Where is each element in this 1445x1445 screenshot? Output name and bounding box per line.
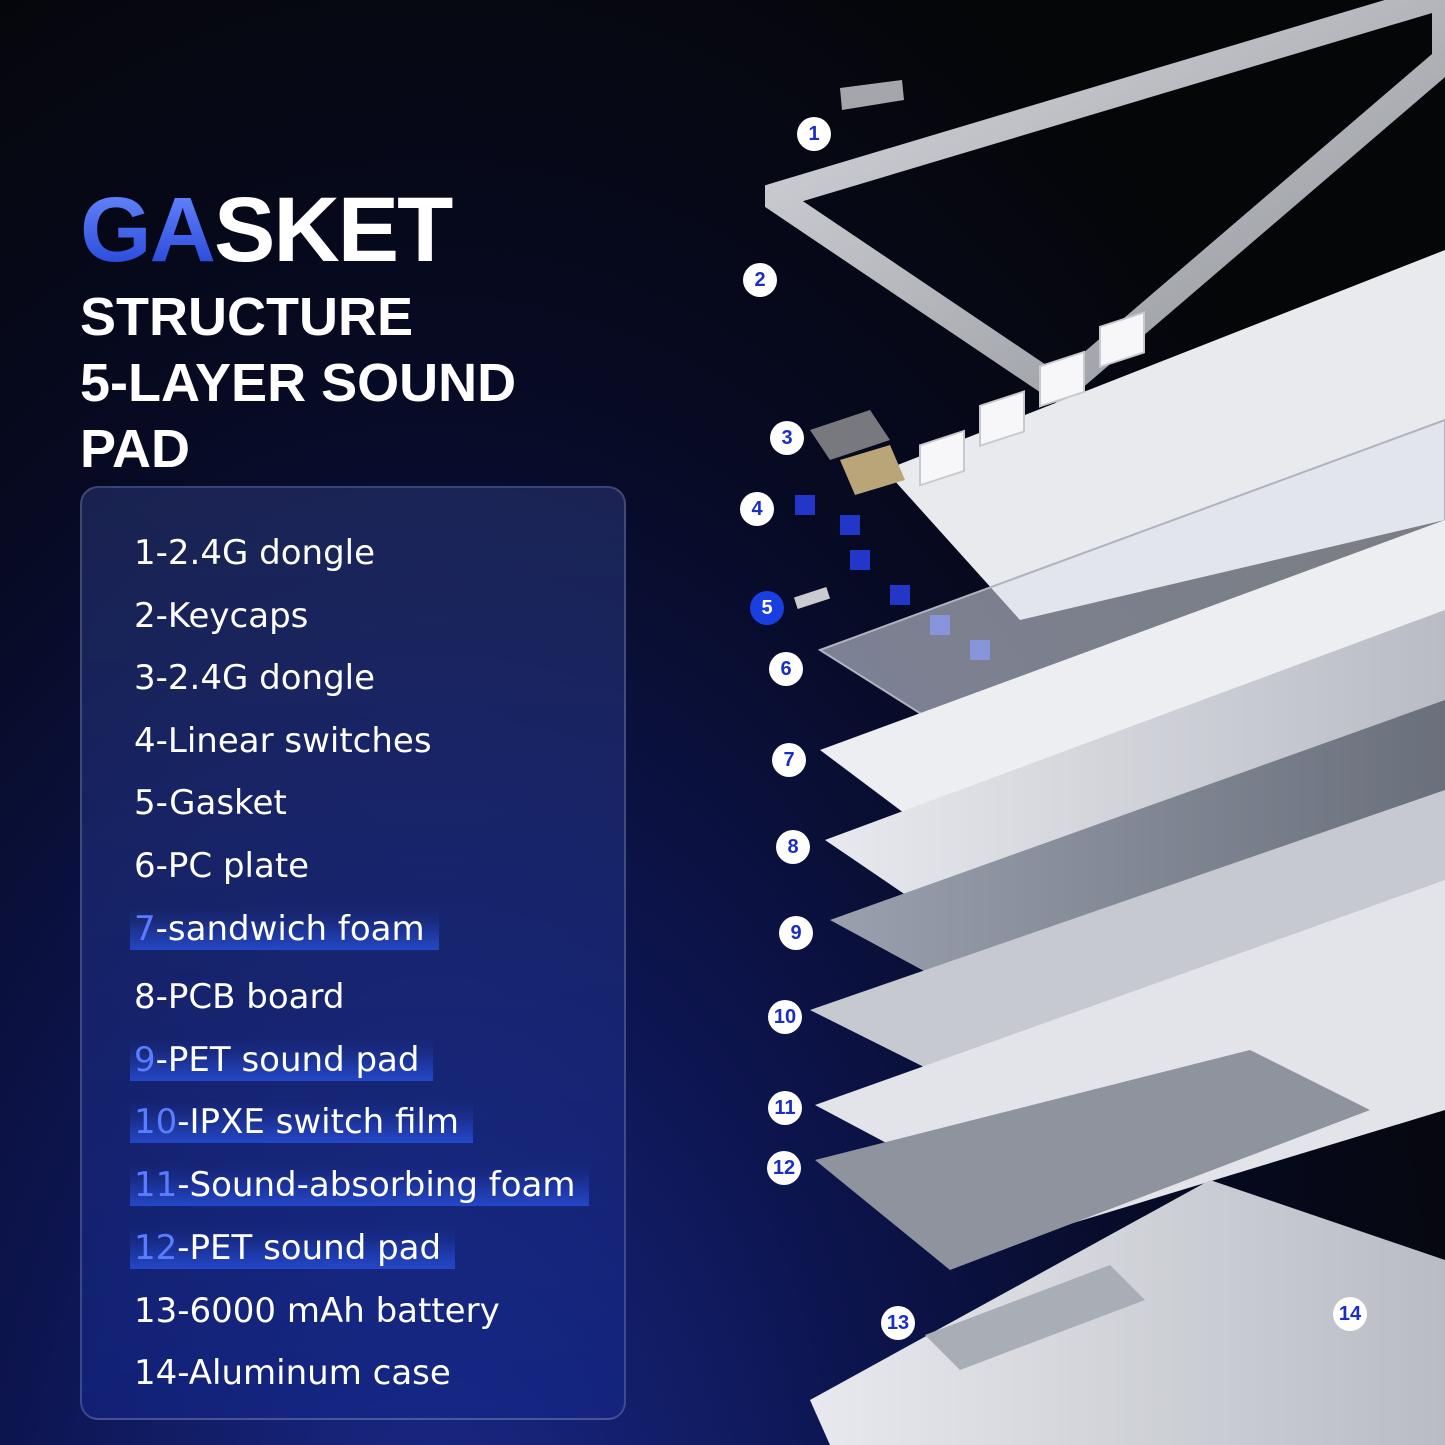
part-label: -sandwich foam — [155, 909, 425, 949]
part-label: -Aluminum case — [177, 1353, 451, 1393]
subtitle-line-2: 5-LAYER SOUND — [80, 353, 517, 413]
knob-keycap — [840, 445, 905, 495]
top-frame — [765, 0, 1445, 407]
part-num: 5 — [134, 783, 156, 823]
part-marker: 3 — [770, 421, 804, 455]
part-label: -Sound-absorbing foam — [177, 1165, 576, 1205]
part-label: -6000 mAh battery — [177, 1291, 500, 1331]
part-marker: 11 — [768, 1091, 802, 1125]
part-item-9: 9-PET sound pad — [130, 1039, 434, 1081]
part-label: -PC plate — [155, 846, 310, 886]
part-item-5: 5-Gasket — [134, 782, 287, 824]
part-item-3: 3-2.4G dongle — [134, 657, 375, 699]
part-item-7: 7-sandwich foam — [130, 908, 439, 950]
part-marker: 12 — [767, 1151, 801, 1185]
part-num: 6 — [134, 846, 156, 886]
part-num: 7 — [134, 909, 156, 949]
part-marker: 5 — [750, 591, 784, 625]
title-accent: GA — [80, 179, 216, 281]
subtitle-line-1: STRUCTURE — [80, 287, 413, 347]
part-marker: 13 — [881, 1306, 915, 1340]
part-marker: 8 — [776, 830, 810, 864]
part-label: -Keycaps — [155, 596, 309, 636]
part-item-4: 4-Linear switches — [134, 720, 432, 762]
battery — [925, 1265, 1145, 1370]
part-num: 10 — [134, 1102, 178, 1142]
part-num: 14 — [134, 1353, 178, 1393]
headline: GASKET STRUCTURE 5-LAYER SOUND PAD — [80, 180, 516, 478]
pet-sound-pad-2 — [815, 1050, 1370, 1270]
part-label: -2.4G dongle — [155, 533, 376, 573]
aluminum-case — [810, 1180, 1445, 1445]
part-marker: 1 — [797, 117, 831, 151]
part-num: 12 — [134, 1228, 178, 1268]
part-num: 13 — [134, 1291, 178, 1331]
dongle-part — [840, 80, 904, 110]
part-item-13: 13-6000 mAh battery — [134, 1290, 500, 1332]
part-item-14: 14-Aluminum case — [134, 1352, 451, 1394]
part-marker: 14 — [1333, 1297, 1367, 1331]
part-item-2: 2-Keycaps — [134, 595, 308, 637]
exploded-keyboard-illustration — [765, 0, 1445, 1445]
title: GASKET — [80, 180, 516, 280]
title-rest: SKET — [214, 179, 453, 281]
part-label: -PET sound pad — [177, 1228, 442, 1268]
part-num: 2 — [134, 596, 156, 636]
part-num: 11 — [134, 1165, 178, 1205]
part-label: -Gasket — [155, 783, 287, 823]
part-num: 3 — [134, 658, 156, 698]
part-item-11: 11-Sound-absorbing foam — [130, 1164, 590, 1206]
part-num: 1 — [134, 533, 156, 573]
part-item-1: 1-2.4G dongle — [134, 532, 375, 574]
part-marker: 10 — [768, 1000, 802, 1034]
subtitle-line-3: PAD — [80, 419, 191, 479]
part-marker: 7 — [772, 743, 806, 777]
part-marker: 2 — [743, 263, 777, 297]
part-item-12: 12-PET sound pad — [130, 1227, 456, 1269]
part-label: -IPXE switch film — [177, 1102, 459, 1142]
part-marker: 9 — [779, 916, 813, 950]
part-item-10: 10-IPXE switch film — [130, 1101, 473, 1143]
part-item-6: 6-PC plate — [134, 845, 309, 887]
part-num: 4 — [134, 721, 156, 761]
part-label: -Linear switches — [155, 721, 432, 761]
part-label: -2.4G dongle — [155, 658, 376, 698]
part-label: -PCB board — [155, 977, 345, 1017]
gasket-piece — [793, 587, 831, 609]
part-marker: 4 — [740, 492, 774, 526]
part-num: 8 — [134, 977, 156, 1017]
part-num: 9 — [134, 1040, 156, 1080]
part-label: -PET sound pad — [155, 1040, 420, 1080]
part-item-8: 8-PCB board — [134, 976, 344, 1018]
dark-keycap — [810, 410, 890, 460]
part-marker: 6 — [769, 652, 803, 686]
